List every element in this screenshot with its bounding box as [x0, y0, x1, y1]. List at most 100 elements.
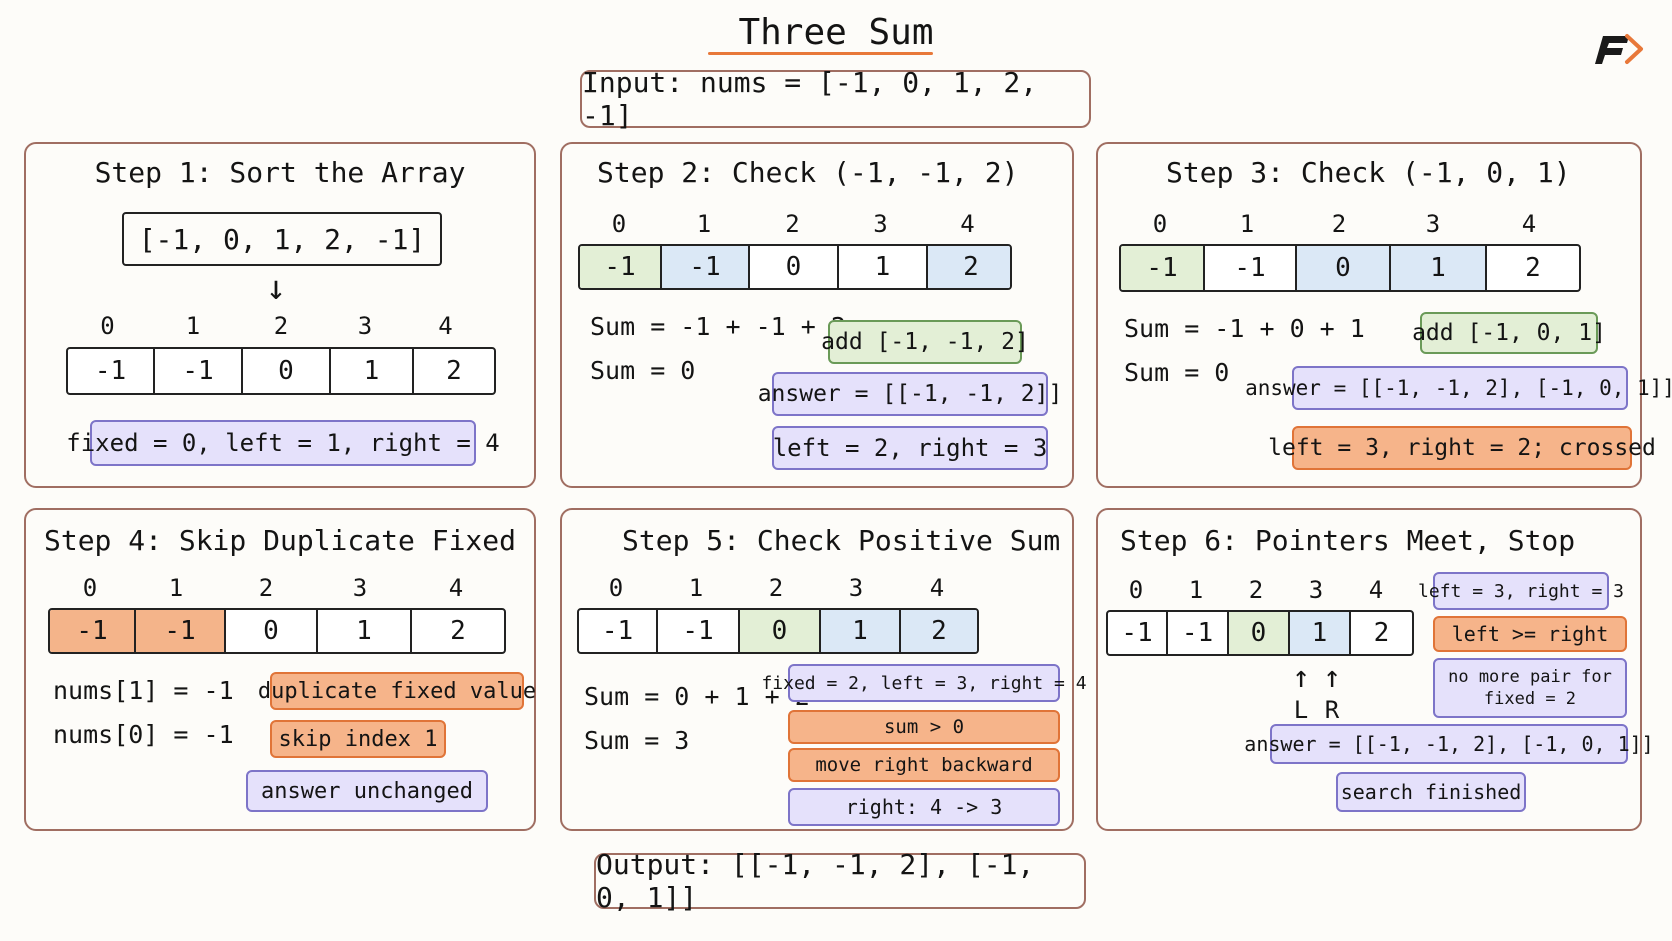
brand-logo-icon [1595, 34, 1643, 64]
array-cell: -1 [579, 610, 658, 652]
array-cell: -1 [1108, 612, 1168, 654]
step6-finished-tag: search finished [1336, 772, 1526, 812]
step1-original-array: [-1, 0, 1, 2, -1] [122, 212, 442, 266]
index-label: 4 [960, 210, 975, 238]
step6-answer-tag: answer = [[-1, -1, 2], [-1, 0, 1]] [1244, 724, 1654, 764]
array-cell: -1 [658, 610, 740, 652]
step1-pointer-tag: fixed = 0, left = 1, right = 4 [66, 420, 500, 466]
index-label: 2 [768, 574, 784, 602]
index-label: 3 [1425, 210, 1441, 238]
step3-sum-expression: Sum = -1 + 0 + 1 [1124, 314, 1365, 343]
array-cell-duplicate: -1 [50, 610, 136, 652]
step3-add-tag: add [-1, 0, 1] [1412, 312, 1606, 354]
array-cell: 0 [226, 610, 318, 652]
array-cell: 1 [331, 349, 414, 393]
array-cell-right: 1 [1391, 246, 1487, 290]
output-box: Output: [[-1, -1, 2], [-1, 0, 1]] [594, 848, 1086, 914]
step1-index-row: 0 1 2 3 4 [66, 312, 486, 340]
array-cell-right: 2 [901, 610, 977, 652]
array-cell-left: -1 [662, 246, 750, 288]
index-label: 3 [352, 574, 368, 602]
array-cell: 2 [446, 356, 462, 386]
index-label: 2 [785, 210, 800, 238]
array-cell: 2 [450, 616, 466, 646]
step2-index-row: 0 1 2 3 4 [578, 210, 1011, 238]
input-text: Input: nums = [-1, 0, 1, 2, -1] [582, 66, 1038, 132]
index-label: 4 [1368, 576, 1384, 604]
step5-right-tag: right: 4 -> 3 [788, 788, 1060, 826]
step5-array: -1 -1 0 1 2 [577, 608, 979, 654]
step4-panel: Step 4: Skip Duplicate Fixed 0 1 2 3 4 -… [24, 508, 536, 831]
index-label: 4 [438, 312, 453, 340]
array-cell-fixed: 0 [740, 610, 821, 652]
step4-index-row: 0 1 2 3 4 [48, 574, 504, 602]
step4-nums1-line: nums[1] = -1 [53, 676, 234, 705]
step4-unchanged-tag: answer unchanged [246, 770, 488, 812]
step3-sum-value: Sum = 0 [1124, 358, 1230, 387]
step1-sorted-array: -1 -1 0 1 2 [66, 347, 496, 395]
index-label: 0 [611, 210, 627, 238]
step3-pointer-tag: left = 3, right = 2; crossed [1268, 426, 1656, 470]
index-label: 1 [185, 312, 201, 340]
step5-move-tag: move right backward [788, 748, 1060, 782]
index-label: 3 [357, 312, 373, 340]
step3-title: Step 3: Check (-1, 0, 1) [1166, 156, 1571, 189]
index-label: 1 [688, 574, 704, 602]
right-pointer-label: R [1324, 696, 1340, 724]
array-cell-left: 0 [1297, 246, 1391, 290]
step6-condition-tag: left >= right [1433, 616, 1627, 652]
step1-title: Step 1: Sort the Array [94, 156, 466, 189]
index-label: 0 [82, 574, 98, 602]
array-cell: 0 [243, 349, 331, 393]
array-cell-fixed: -1 [580, 246, 662, 288]
index-label: 4 [929, 574, 945, 602]
step1-down-arrow-icon: ↓ [265, 268, 287, 308]
array-cell: -1 [1168, 612, 1229, 654]
step6-panel: Step 6: Pointers Meet, Stop 0 1 2 3 4 -1… [1096, 508, 1654, 831]
step4-skip-tag: skip index 1 [270, 720, 446, 758]
array-cell: 2 [1373, 618, 1390, 648]
array-cell: 0 [750, 246, 839, 288]
index-label: 3 [848, 574, 864, 602]
index-label: 2 [1248, 576, 1264, 604]
index-label: 3 [873, 210, 888, 238]
index-label: 2 [258, 574, 274, 602]
step3-panel: Step 3: Check (-1, 0, 1) 0 1 2 3 4 -1 -1… [1096, 142, 1672, 488]
left-pointer-arrow-icon: ↑ [1291, 660, 1311, 695]
array-cell: -1 [68, 349, 155, 393]
step5-state-tag: fixed = 2, left = 3, right = 4 [761, 664, 1087, 702]
step6-no-more-pair-tag: no more pair for fixed = 2 [1433, 658, 1627, 718]
input-box: Input: nums = [-1, 0, 1, 2, -1] [580, 66, 1091, 132]
step2-pointer-tag: left = 2, right = 3 [772, 426, 1048, 470]
array-cell: -1 [155, 349, 243, 393]
right-pointer-arrow-icon: ↑ [1322, 660, 1342, 695]
step3-answer-tag: answer = [[-1, -1, 2], [-1, 0, 1]] [1245, 366, 1672, 410]
index-label: 0 [1152, 210, 1168, 238]
step3-index-row: 0 1 2 3 4 [1119, 210, 1577, 238]
step6-index-row: 0 1 2 3 4 [1106, 576, 1406, 604]
step2-sum-expression: Sum = -1 + -1 + 2 [590, 312, 846, 341]
index-label: 2 [1331, 210, 1347, 238]
output-text: Output: [[-1, -1, 2], [-1, 0, 1]] [596, 848, 1035, 914]
index-label: 3 [1308, 576, 1324, 604]
step2-sum-value: Sum = 0 [590, 356, 696, 385]
index-label: 0 [608, 574, 624, 602]
title-underline [708, 52, 933, 55]
step2-add-tag: add [-1, -1, 2] [821, 320, 1029, 364]
array-cell-duplicate: -1 [136, 610, 226, 652]
step2-array: -1 -1 0 1 2 [578, 244, 1012, 290]
step1-panel: Step 1: Sort the Array [-1, 0, 1, 2, -1]… [24, 142, 536, 488]
step2-title: Step 2: Check (-1, -1, 2) [597, 156, 1019, 189]
array-cell: -1 [1205, 246, 1297, 290]
step5-sum-expression: Sum = 0 + 1 + 2 [584, 682, 810, 711]
page-title: Three Sum [738, 12, 934, 53]
index-label: 0 [100, 312, 115, 340]
step2-panel: Step 2: Check (-1, -1, 2) 0 1 2 3 4 -1 -… [560, 142, 1074, 488]
step6-title: Step 6: Pointers Meet, Stop [1120, 524, 1576, 557]
array-cell-left: 1 [821, 610, 901, 652]
step5-panel: Step 5: Check Positive Sum 0 1 2 3 4 -1 … [560, 508, 1087, 831]
step2-answer-tag: answer = [[-1, -1, 2]] [758, 372, 1062, 416]
array-cell-right: 2 [928, 246, 1010, 288]
step5-index-row: 0 1 2 3 4 [577, 574, 977, 602]
step4-nums0-line: nums[0] = -1 [53, 720, 234, 749]
